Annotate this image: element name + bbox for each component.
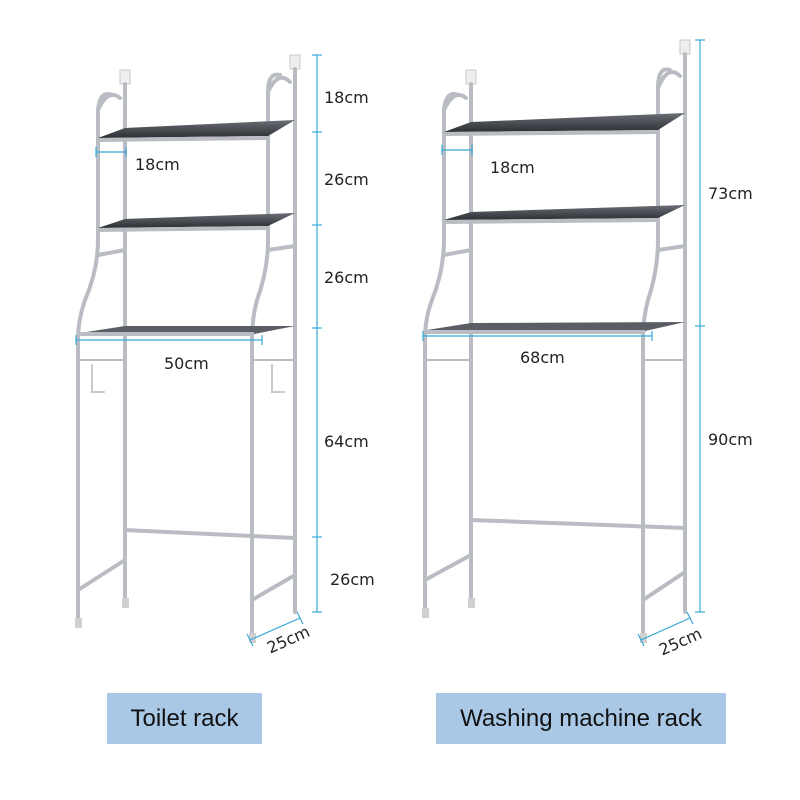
- toilet-dim-h4: 64cm: [324, 432, 369, 451]
- washing-rack-shelves: [427, 113, 685, 334]
- washing-dim-upper: 73cm: [708, 184, 753, 203]
- toilet-dim-h3: 26cm: [324, 268, 369, 287]
- washing-rack-label: Washing machine rack: [436, 693, 726, 744]
- toilet-dim-width: 50cm: [164, 354, 209, 373]
- toilet-dim-shelf-depth: 18cm: [135, 155, 180, 174]
- washing-dim-shelf-depth: 18cm: [490, 158, 535, 177]
- washing-dim-lower: 90cm: [708, 430, 753, 449]
- washing-rack-dimension-lines: [422, 39, 705, 647]
- toilet-rack-frame: [75, 54, 301, 643]
- washing-dim-width: 68cm: [520, 348, 565, 367]
- toilet-dim-h2: 26cm: [324, 170, 369, 189]
- toilet-dim-h5: 26cm: [330, 570, 375, 589]
- toilet-rack-shelves: [80, 120, 295, 336]
- toilet-rack-label: Toilet rack: [107, 693, 262, 744]
- toilet-rack-dimension-lines: [75, 54, 322, 647]
- toilet-dim-h1: 18cm: [324, 88, 369, 107]
